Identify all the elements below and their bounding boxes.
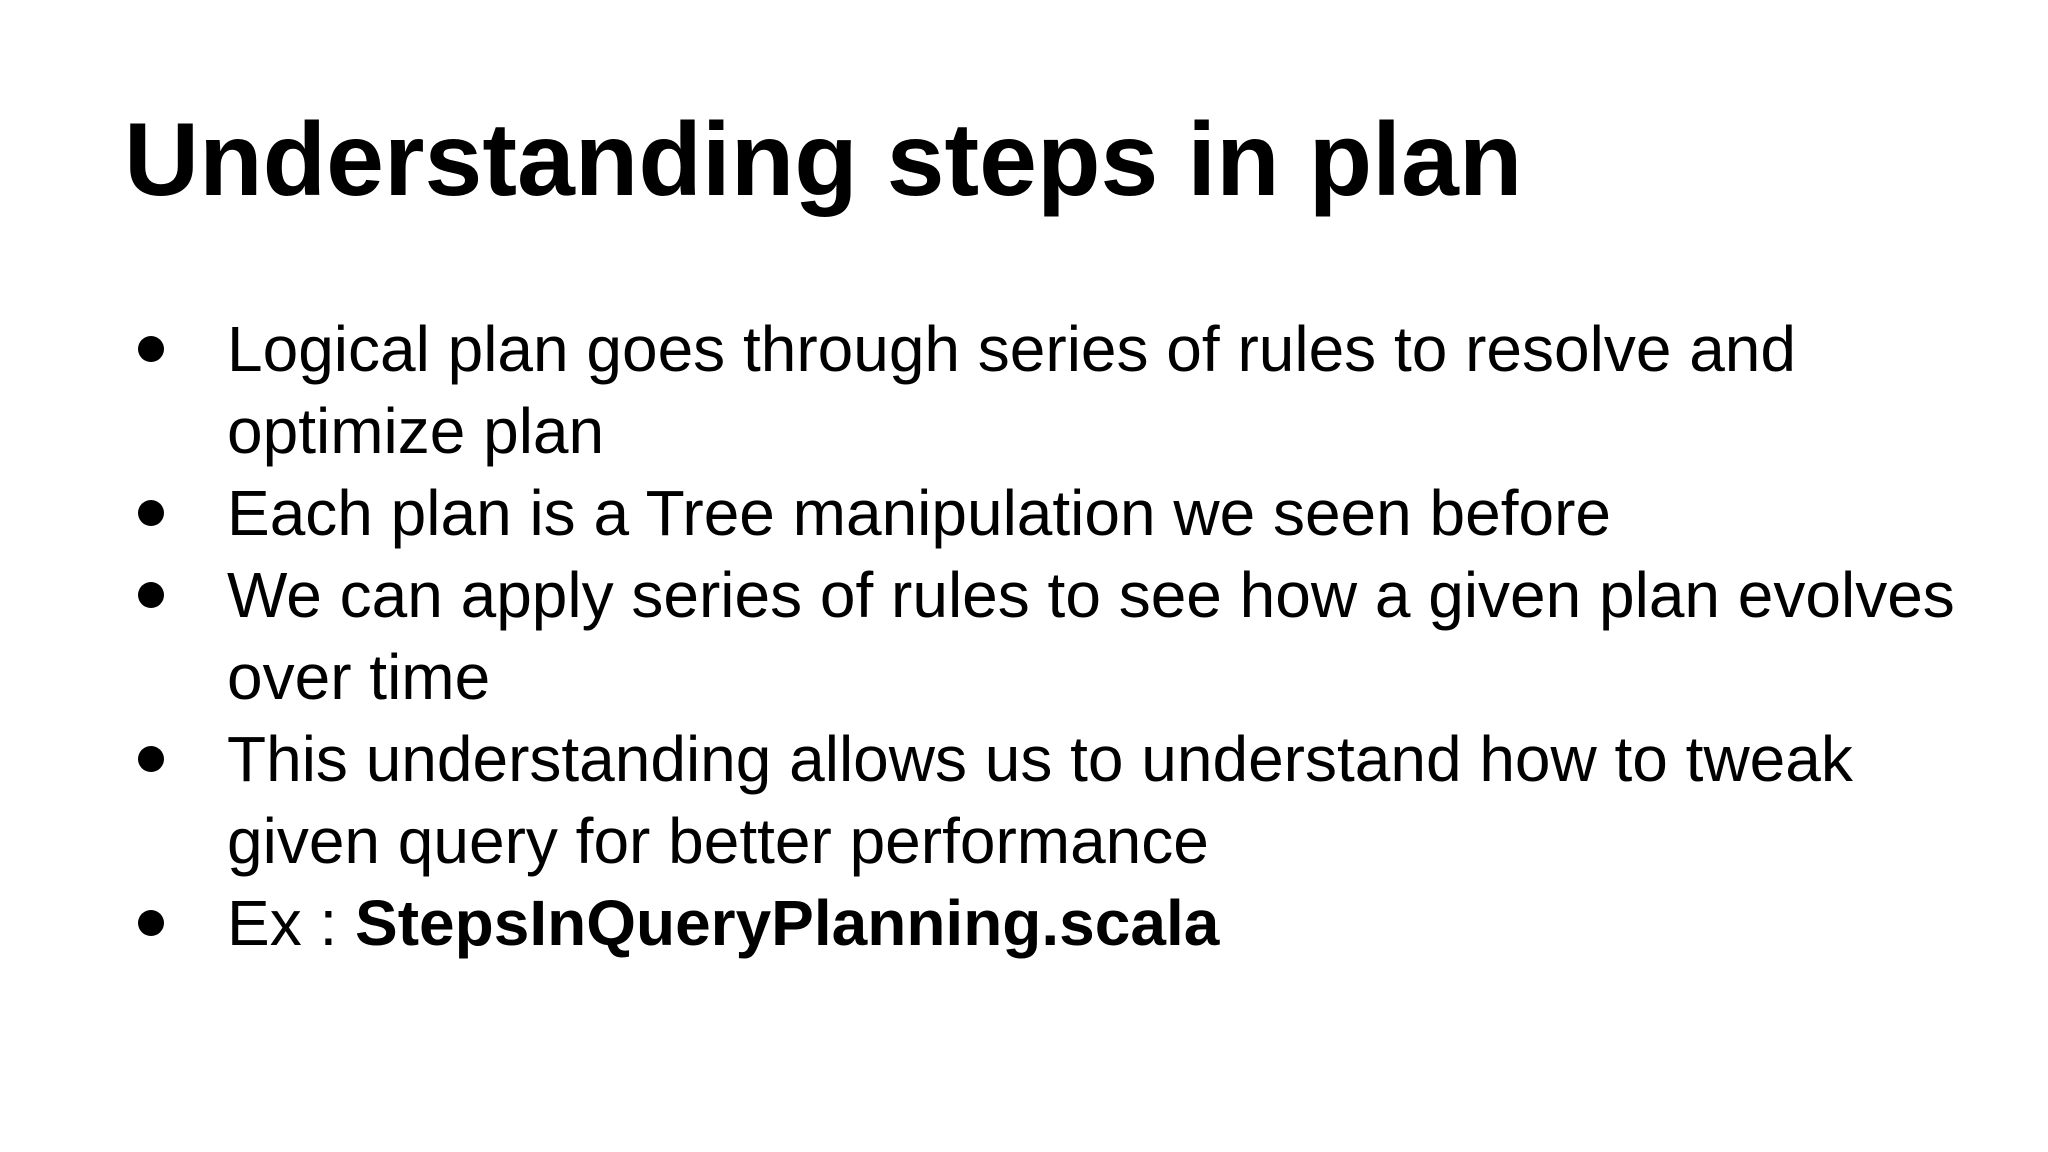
bullet-text: Logical plan goes through series of rule… <box>227 313 1796 467</box>
bullet-prefix: Ex : <box>227 887 356 959</box>
bullet-dot-icon <box>138 336 164 362</box>
bullet-dot-icon <box>138 746 164 772</box>
bullet-text: This understanding allows us to understa… <box>227 723 1853 877</box>
slide-title: Understanding steps in plan <box>124 102 1523 218</box>
bullet-item: Logical plan goes through series of rule… <box>130 308 1990 472</box>
bullet-dot-icon <box>138 500 164 526</box>
bullet-item: This understanding allows us to understa… <box>130 718 1990 882</box>
bullet-list: Logical plan goes through series of rule… <box>130 308 1990 964</box>
bullet-item: Each plan is a Tree manipulation we seen… <box>130 472 1990 554</box>
bullet-item: Ex : StepsInQueryPlanning.scala <box>130 882 1990 964</box>
file-name: StepsInQueryPlanning.scala <box>355 887 1220 959</box>
bullet-text: We can apply series of rules to see how … <box>227 559 1955 713</box>
bullet-item: We can apply series of rules to see how … <box>130 554 1990 718</box>
bullet-text: Each plan is a Tree manipulation we seen… <box>227 477 1611 549</box>
bullet-dot-icon <box>138 910 164 936</box>
bullet-dot-icon <box>138 582 164 608</box>
